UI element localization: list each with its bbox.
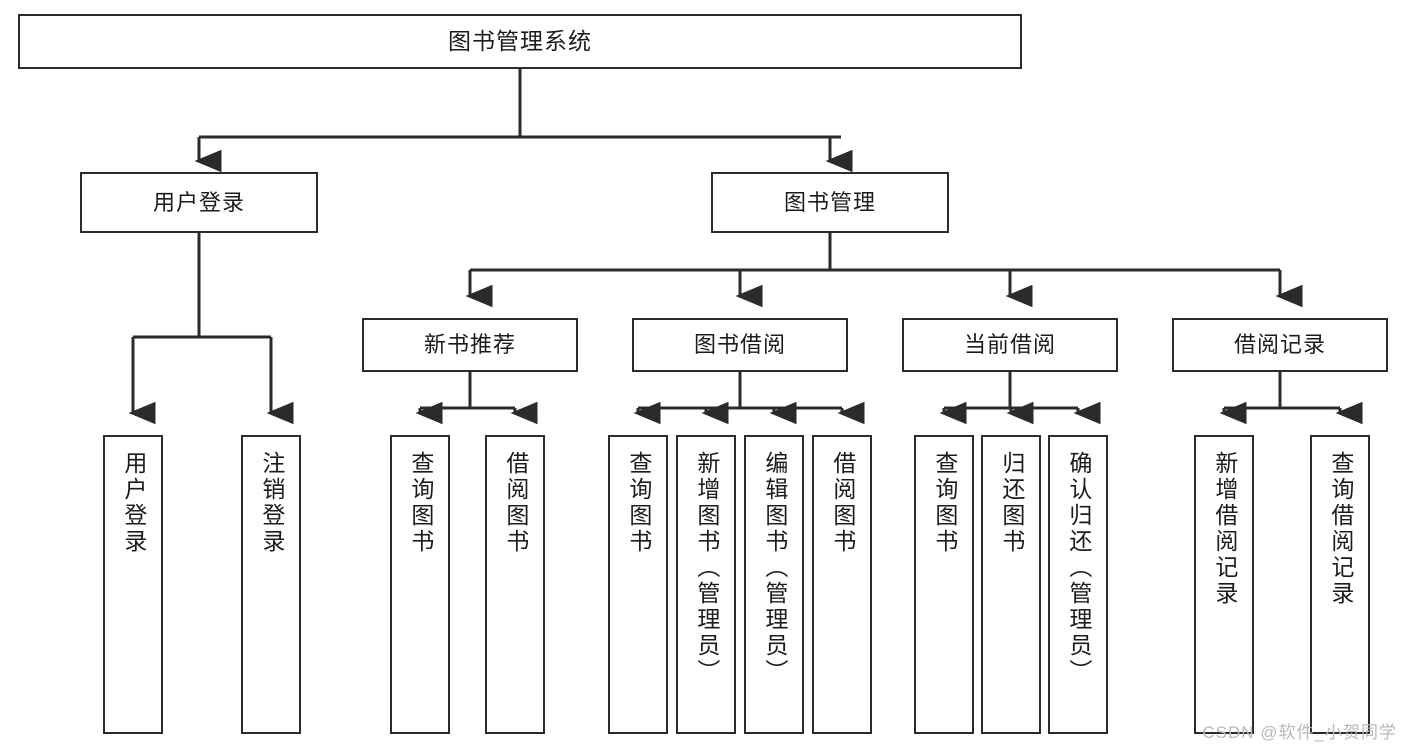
leaf-label: 新增借阅记录 [1211,451,1238,607]
leaf-borrow-records-add[interactable]: 新增借阅记录 [1194,435,1254,734]
node-label: 图书管理 [783,189,876,215]
node-label: 图书管理系统 [448,28,592,55]
leaf-label: 查询借阅记录 [1327,451,1354,607]
leaf-label: 查询图书 [407,451,434,555]
leaf-book-borrow-edit[interactable]: 编辑图书（管理员） [744,435,804,734]
leaf-current-borrow-query[interactable]: 查询图书 [914,435,974,734]
node-label: 用户登录 [152,189,245,215]
leaf-label: 查询图书 [625,451,652,555]
leaf-label: 借阅图书 [829,451,856,555]
leaf-borrow-records-query[interactable]: 查询借阅记录 [1310,435,1370,734]
node-book-borrow[interactable]: 图书借阅 [632,318,848,372]
leaf-book-borrow-query[interactable]: 查询图书 [608,435,668,734]
node-label: 新书推荐 [423,332,516,358]
leaf-label: 归还图书 [998,451,1025,555]
node-user-login[interactable]: 用户登录 [80,172,318,233]
leaf-label: 借阅图书 [502,451,529,555]
leaf-label: 确认归还（管理员） [1065,451,1092,685]
leaf-user-login-logout[interactable]: 注销登录 [241,435,301,734]
leaf-label: 新增图书（管理员） [693,451,720,685]
leaf-label: 编辑图书（管理员） [761,451,788,685]
node-label: 图书借阅 [693,332,786,358]
node-new-book-recommend[interactable]: 新书推荐 [362,318,578,372]
node-label: 当前借阅 [963,332,1056,358]
leaf-current-borrow-return[interactable]: 归还图书 [981,435,1041,734]
leaf-label: 用户登录 [120,451,147,555]
watermark: CSDN @软件_小贺同学 [1202,723,1397,742]
node-current-borrow[interactable]: 当前借阅 [902,318,1118,372]
leaf-label: 注销登录 [258,451,285,555]
leaf-book-borrow-add[interactable]: 新增图书（管理员） [676,435,736,734]
leaf-book-borrow-borrow[interactable]: 借阅图书 [812,435,872,734]
leaf-current-borrow-confirm-return[interactable]: 确认归还（管理员） [1048,435,1108,734]
leaf-user-login-login[interactable]: 用户登录 [103,435,163,734]
leaf-label: 查询图书 [931,451,958,555]
leaf-new-book-borrow[interactable]: 借阅图书 [485,435,545,734]
node-root-book-management-system[interactable]: 图书管理系统 [18,14,1022,69]
node-borrow-records[interactable]: 借阅记录 [1172,318,1388,372]
node-book-management[interactable]: 图书管理 [711,172,949,233]
node-label: 借阅记录 [1233,332,1326,358]
leaf-new-book-query[interactable]: 查询图书 [390,435,450,734]
